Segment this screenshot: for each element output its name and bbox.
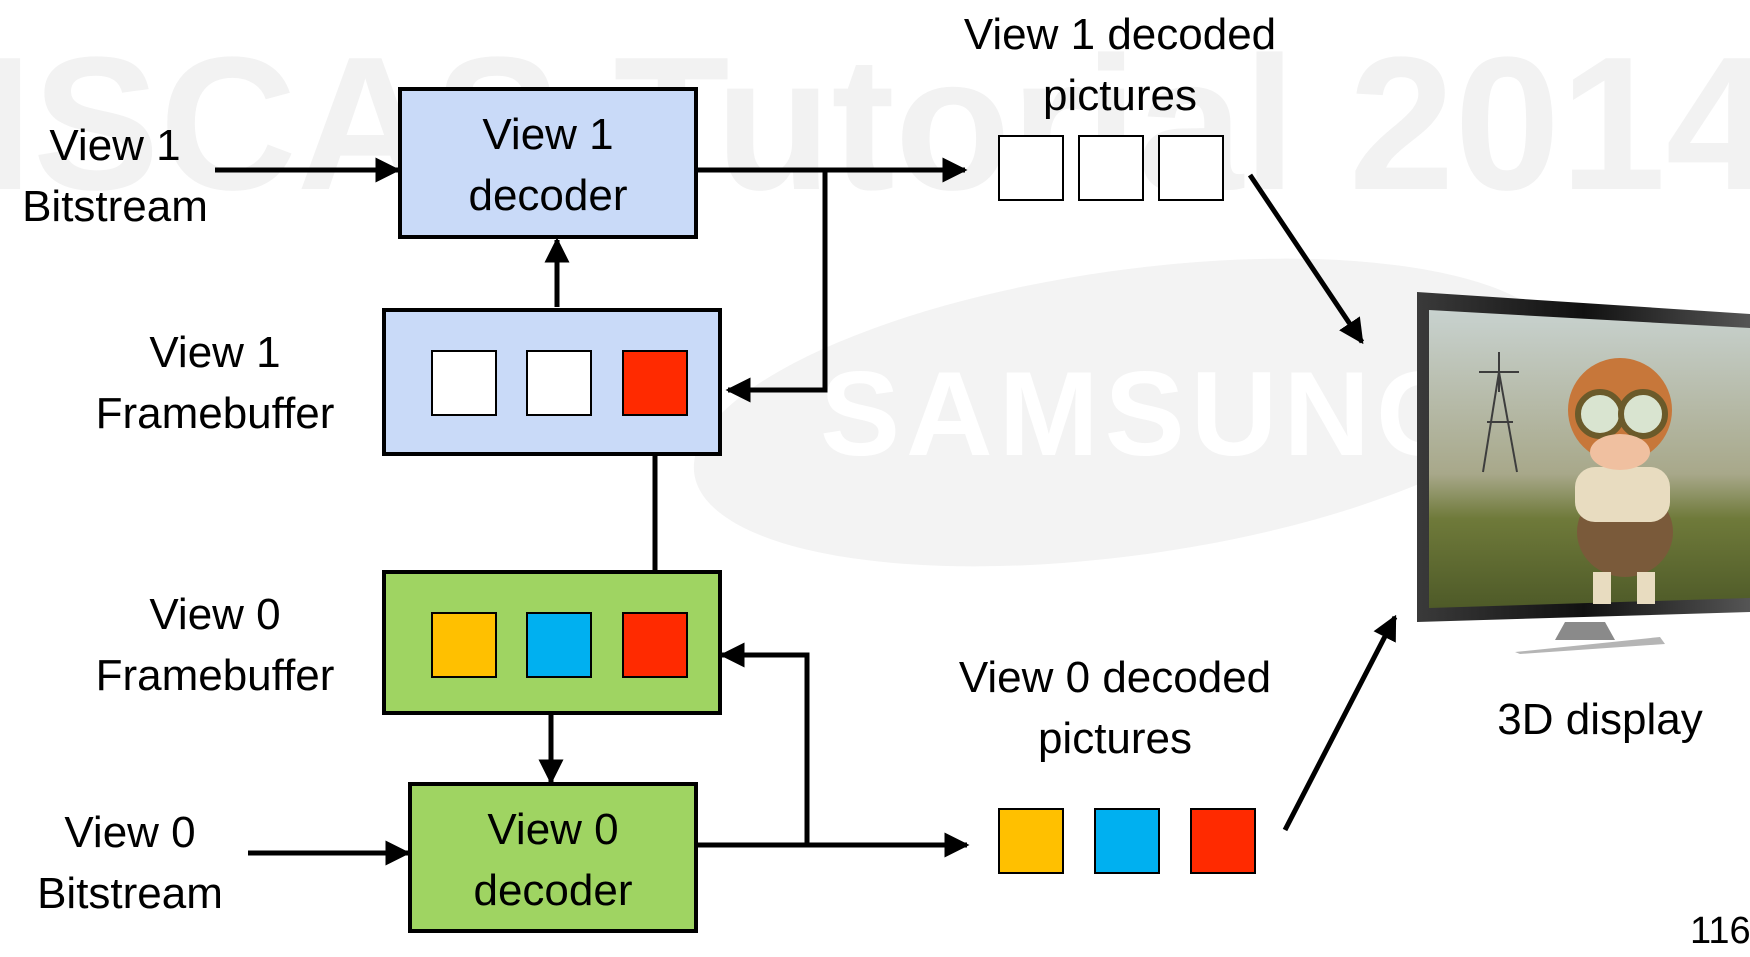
view1-decoder-label: View 1 decoder: [468, 110, 628, 220]
view0-framebuffer: [382, 570, 722, 715]
arrow-view1-feedback: [725, 170, 828, 403]
view1-bitstream-label: View 1 Bitstream: [22, 121, 208, 231]
view0-decoded-picture-3: [1190, 808, 1256, 874]
display-label: 3D display: [1497, 695, 1703, 744]
watermark-logo-text: SAMSUNG: [820, 347, 1476, 481]
arrow-view0-feedback: [719, 642, 810, 845]
view1-framebuffer: [382, 308, 722, 456]
view1-decoded-picture-2: [1078, 135, 1144, 201]
view0-decoder-label: View 0 decoder: [473, 805, 633, 915]
view1-decoded-picture-3: [1158, 135, 1224, 201]
view0-decoded-picture-2: [1094, 808, 1160, 874]
page-number: 116: [1690, 910, 1750, 952]
arrow-view0-to-display: [1282, 614, 1398, 832]
view1-decoder: View 1 decoder: [398, 87, 698, 239]
view0-decoder: View 0 decoder: [408, 782, 698, 933]
view1-framebuffer-label: View 1 Framebuffer: [95, 328, 335, 438]
view0-framebuffer-label: View 0 Framebuffer: [95, 590, 335, 700]
view1-decoded-label: View 1 decoded pictures: [963, 10, 1277, 120]
watermark-text: ISCAS Tutorial 2014: [0, 18, 1750, 230]
view0-fb-picture-1: [431, 612, 497, 678]
view0-decoded-label: View 0 decoded pictures: [958, 653, 1272, 763]
view0-fb-picture-3: [622, 612, 688, 678]
view1-fb-picture-2: [526, 350, 592, 416]
view1-fb-picture-3: [622, 350, 688, 416]
arrow-view1-to-display: [1247, 173, 1365, 345]
view1-fb-picture-1: [431, 350, 497, 416]
view1-decoded-pictures: [998, 135, 1224, 201]
view0-bitstream-label: View 0 Bitstream: [37, 808, 223, 918]
view1-decoded-picture-1: [998, 135, 1064, 201]
view0-fb-picture-2: [526, 612, 592, 678]
view0-decoded-picture-1: [998, 808, 1064, 874]
view0-decoded-pictures: [998, 808, 1258, 874]
tv-display-icon: [1417, 292, 1750, 654]
